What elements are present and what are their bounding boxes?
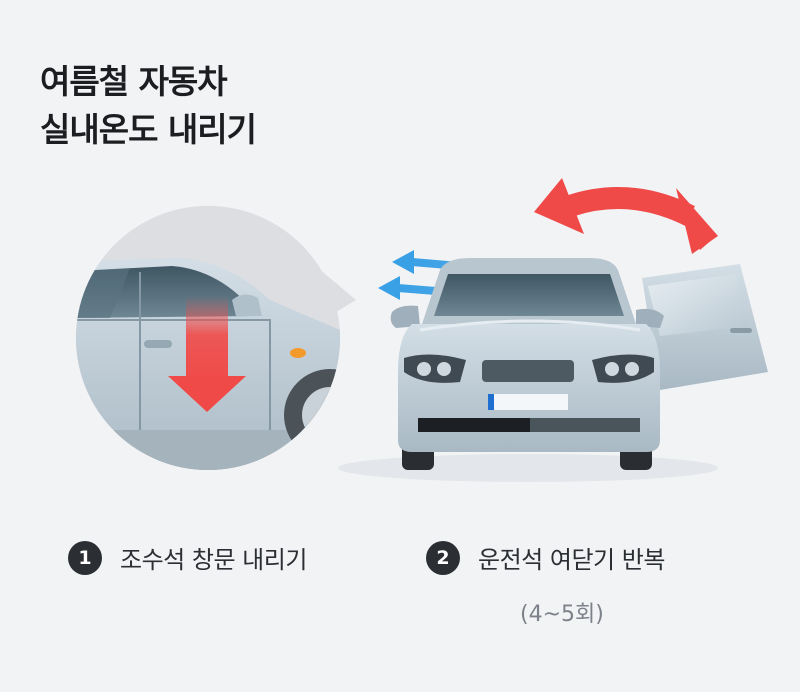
zoom-bubble: [76, 206, 356, 470]
double-arrow-icon: [534, 178, 718, 254]
step-2: 2 운전석 여닫기 반복: [426, 540, 665, 575]
title-line-1: 여름철 자동차: [40, 62, 228, 101]
step-1-label: 조수석 창문 내리기: [120, 546, 307, 574]
title-line-2: 실내온도 내리기: [40, 110, 257, 149]
step-1: 1 조수석 창문 내리기: [68, 540, 307, 575]
illustration: [76, 178, 768, 482]
step-2-number-badge: 2: [426, 540, 460, 575]
down-arrow-icon: [168, 296, 246, 412]
step-1-number-badge: 1: [68, 540, 102, 575]
car-front: [338, 258, 768, 482]
step-2-note: (4~5회): [520, 602, 604, 627]
step-2-label: 운전석 여닫기 반복: [478, 546, 665, 574]
page-title: 여름철 자동차 실내온도 내리기: [40, 58, 257, 154]
